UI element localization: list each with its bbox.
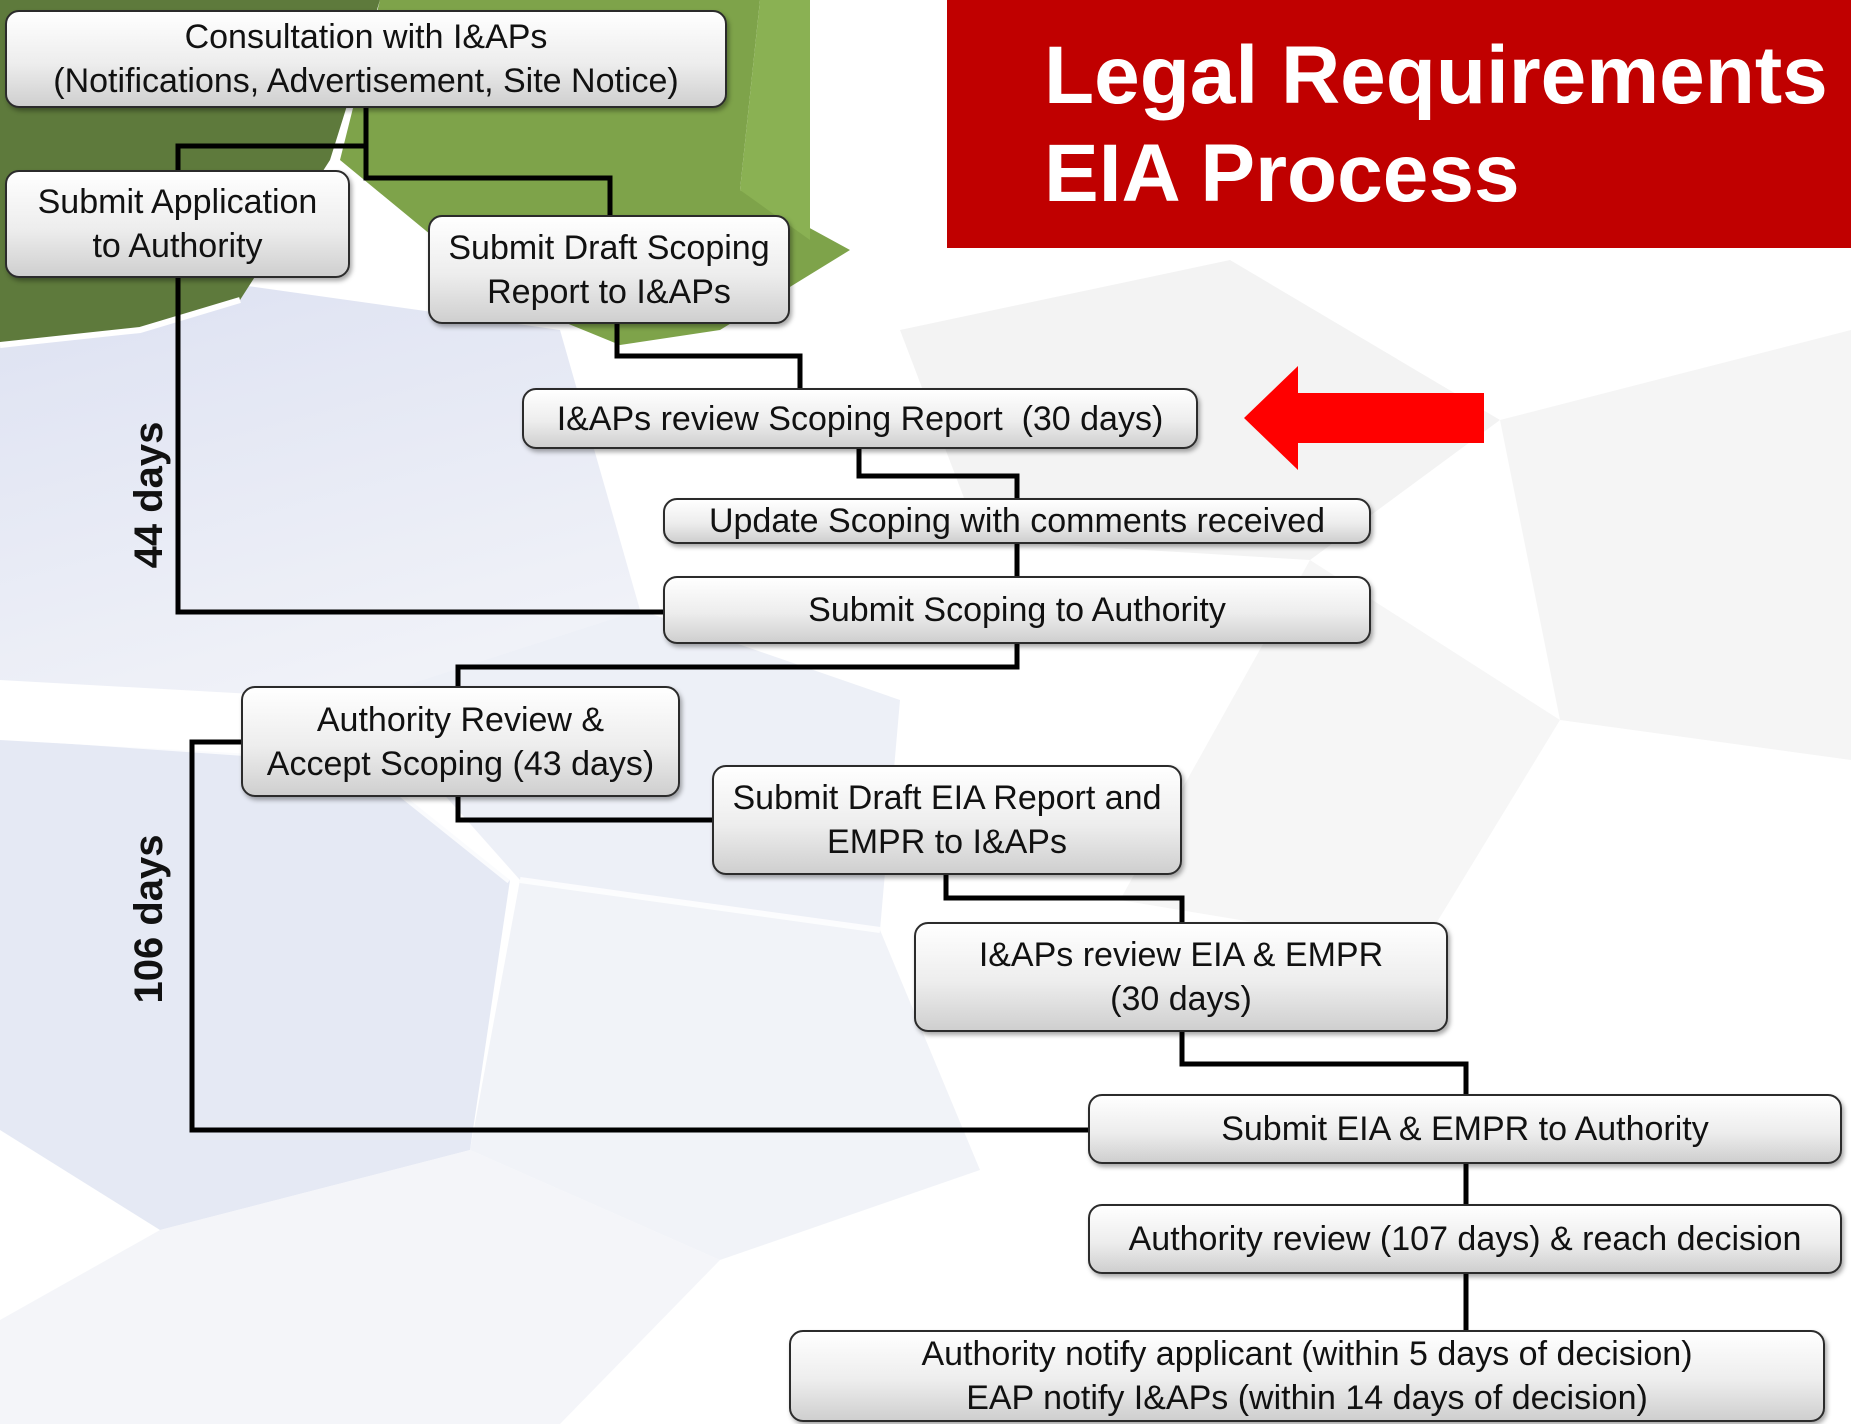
step-update-scoping-line-1: Update Scoping with comments received: [708, 502, 1326, 540]
step-authority-decision: Authority review (107 days) & reach deci…: [1088, 1204, 1842, 1274]
step-review-eia-line-2: (30 days): [1110, 980, 1252, 1018]
step-notify-line-2: EAP notify I&APs (within 14 days of deci…: [966, 1379, 1648, 1417]
step-authority-accept-scoping-line-2: Accept Scoping (43 days): [266, 744, 655, 783]
connector-review-update: [856, 449, 1020, 498]
connector-consultation-application: [175, 108, 369, 170]
step-submit-application-line-2: to Authority: [92, 227, 263, 265]
step-submit-scoping: Submit Scoping to Authority: [663, 576, 1371, 644]
step-authority-decision-line-1: Authority review (107 days) & reach deci…: [1128, 1220, 1802, 1258]
duration-label-44-days: 44 days: [127, 421, 171, 569]
step-authority-accept-scoping-line-1: Authority Review &: [316, 700, 605, 739]
connector-draft-scoping-review: [614, 324, 803, 388]
step-submit-scoping-line-1: Submit Scoping to Authority: [808, 591, 1226, 629]
step-submit-draft-scoping: Submit Draft Scoping Report to I&APs: [428, 215, 790, 324]
step-submit-draft-eia-line-2: EMPR to I&APs: [827, 823, 1067, 861]
step-authority-accept-scoping: Authority Review & Accept Scoping (43 da…: [241, 686, 680, 797]
step-update-scoping: Update Scoping with comments received: [663, 498, 1371, 544]
title-line-2: EIA Process: [1044, 128, 1520, 219]
step-submit-draft-scoping-line-1: Submit Draft Scoping: [448, 228, 770, 267]
step-submit-eia-line-1: Submit EIA & EMPR to Authority: [1221, 1110, 1709, 1148]
connector-draft-eia-review: [943, 875, 1185, 922]
step-review-eia: I&APs review EIA & EMPR (30 days): [914, 922, 1448, 1032]
bracket-106-days: [189, 739, 1088, 1133]
duration-label-106-days: 106 days: [127, 834, 171, 1004]
step-submit-draft-scoping-line-2: Report to I&APs: [487, 272, 731, 311]
bracket-44-days: [175, 278, 665, 615]
step-consultation-line-2: (Notifications, Advertisement, Site Noti…: [53, 62, 679, 100]
connector-accept-draft-eia: [455, 797, 712, 823]
step-submit-application-line-1: Submit Application: [37, 183, 318, 221]
connector-review-eia-submit: [1179, 1032, 1469, 1094]
step-review-scoping: I&APs review Scoping Report (30 days): [522, 388, 1198, 449]
arrow-left-icon: [1244, 366, 1484, 470]
title-banner: Legal Requirements EIA Process: [947, 0, 1851, 248]
step-submit-draft-eia: Submit Draft EIA Report and EMPR to I&AP…: [712, 765, 1182, 875]
step-submit-application: Submit Application to Authority: [5, 170, 350, 278]
step-notify: Authority notify applicant (within 5 day…: [789, 1330, 1825, 1422]
step-submit-draft-eia-line-1: Submit Draft EIA Report and: [732, 779, 1162, 817]
connector-submit-scoping-accept: [455, 644, 1020, 686]
step-review-eia-line-1: I&APs review EIA & EMPR: [978, 936, 1384, 974]
step-consultation: Consultation with I&APs (Notifications, …: [5, 10, 727, 108]
step-submit-eia: Submit EIA & EMPR to Authority: [1088, 1094, 1842, 1164]
step-consultation-line-1: Consultation with I&APs: [184, 18, 548, 56]
title-line-1: Legal Requirements: [1044, 30, 1828, 121]
connector-consultation-draft-scoping: [363, 146, 613, 215]
step-review-scoping-line-1: I&APs review Scoping Report (30 days): [556, 399, 1164, 438]
step-notify-line-1: Authority notify applicant (within 5 day…: [921, 1335, 1693, 1373]
